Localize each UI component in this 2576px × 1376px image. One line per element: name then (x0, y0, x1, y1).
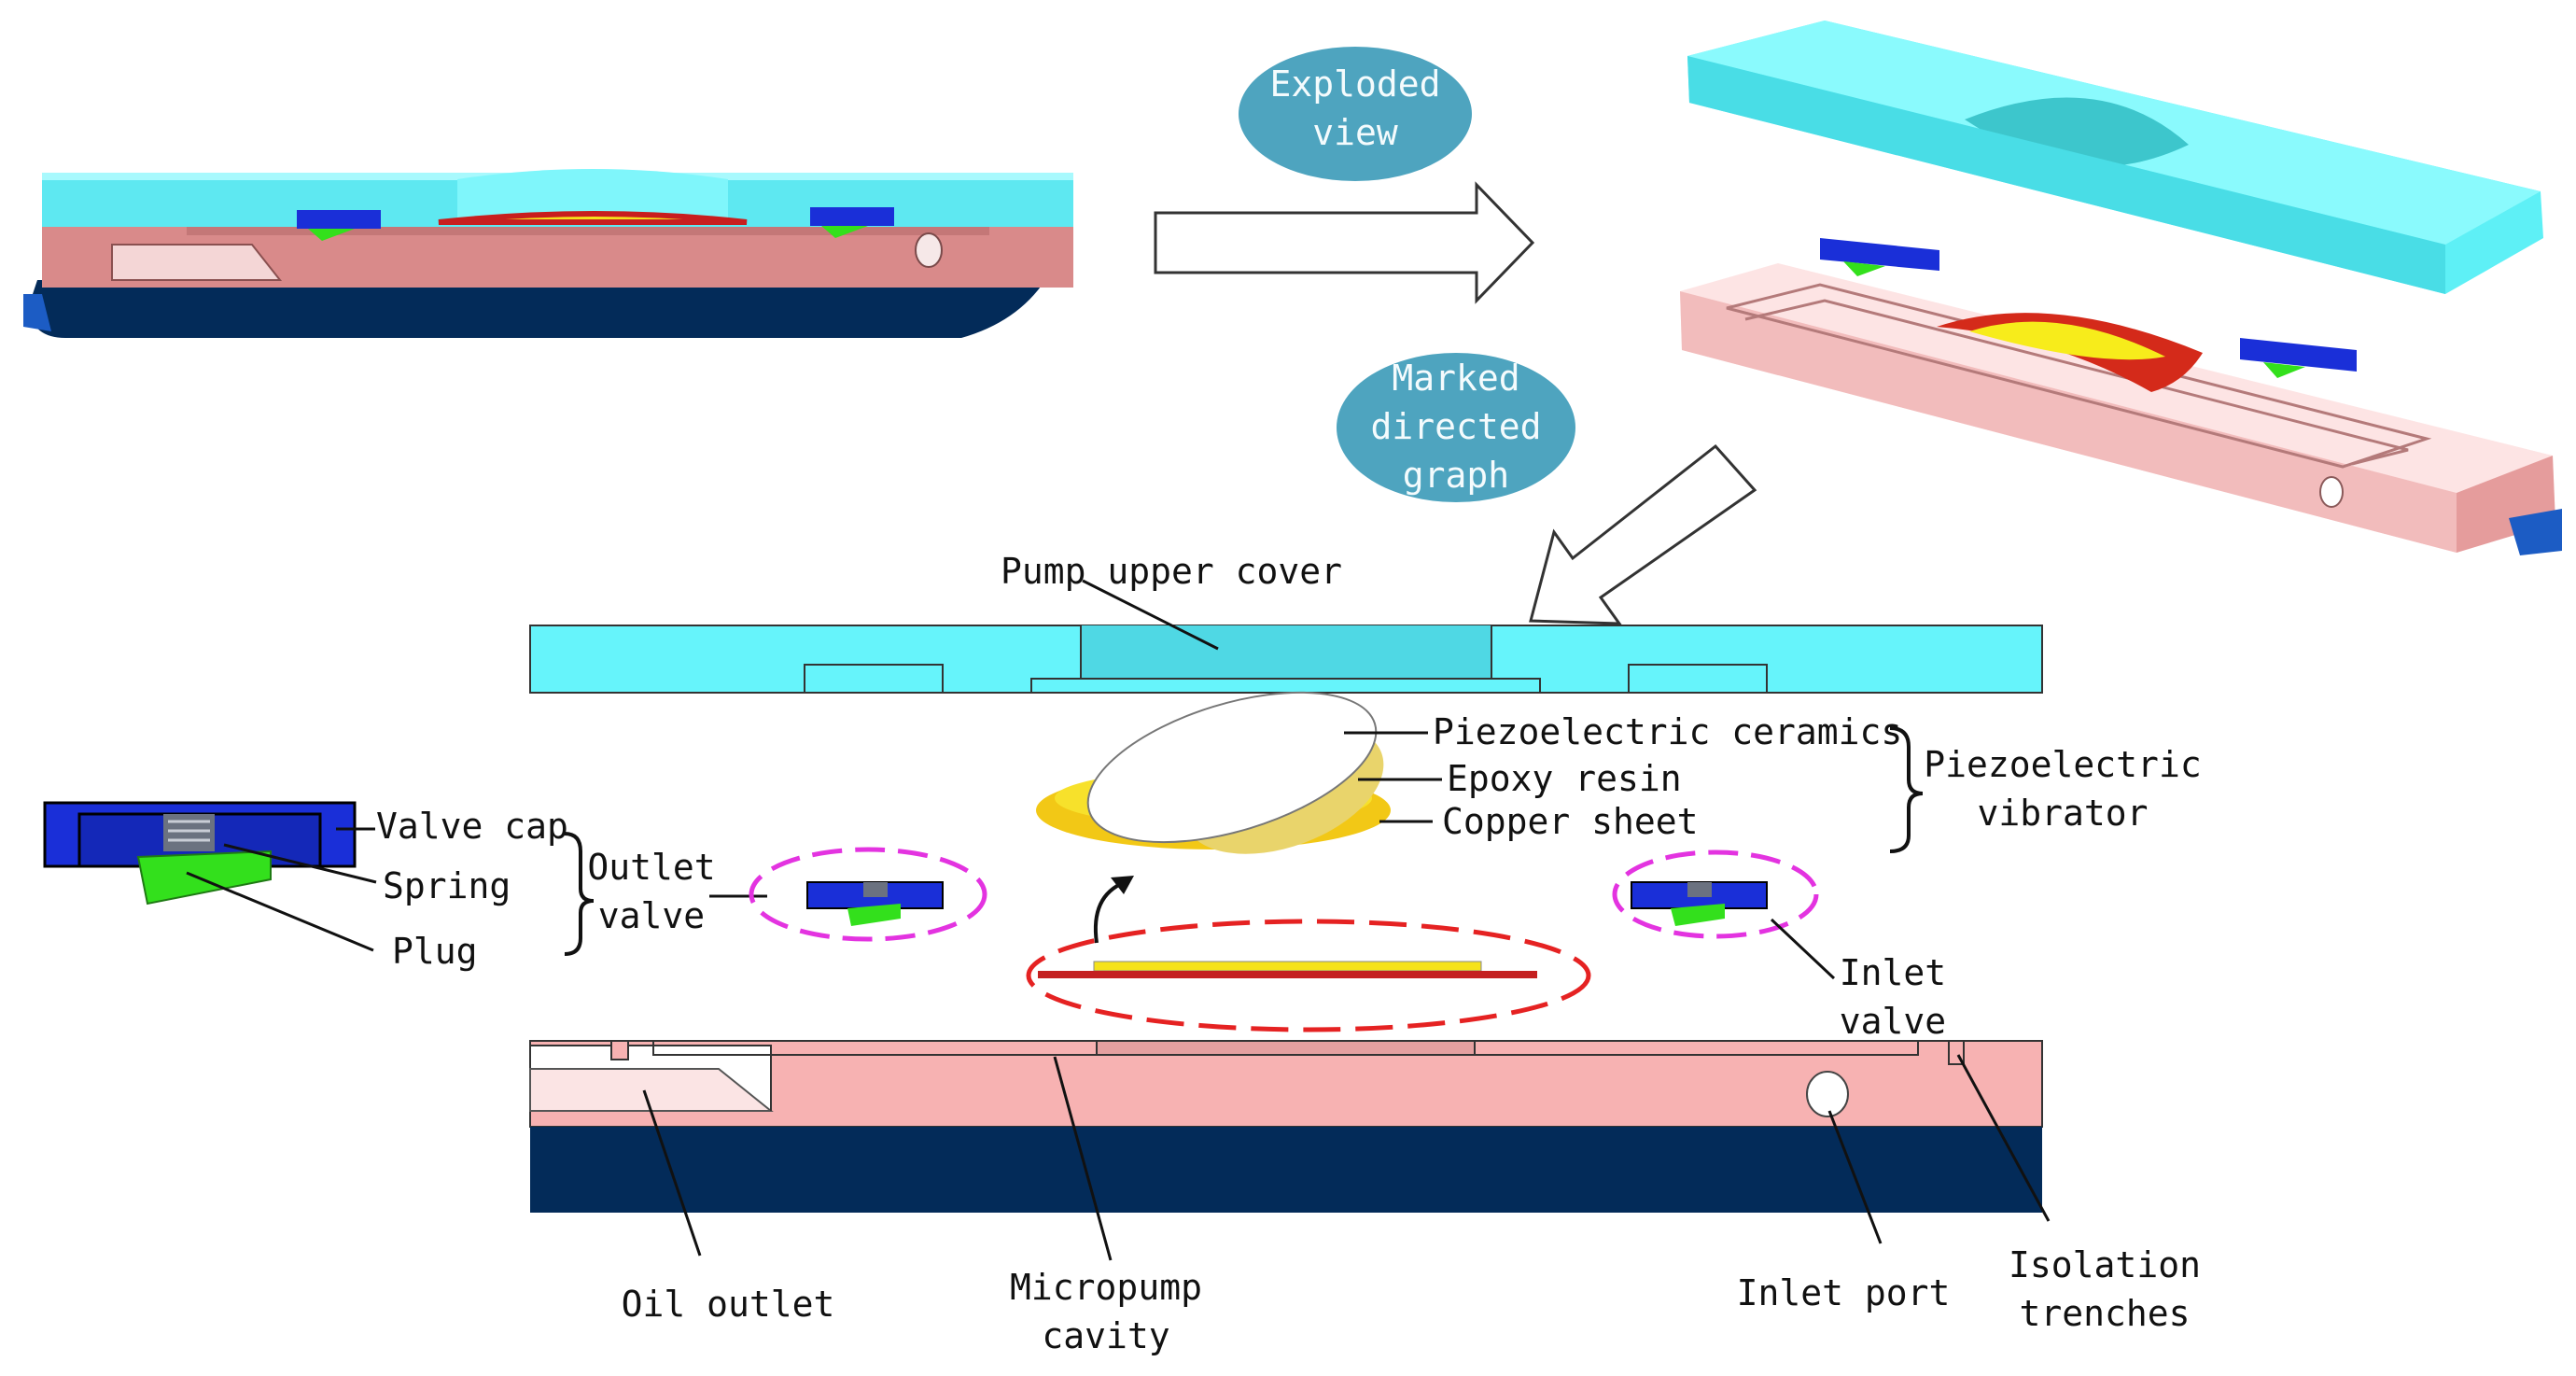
marked-graph-bubble: Marked directed graph (1337, 353, 1575, 502)
exploded-3d-view (1680, 21, 2562, 555)
valve-detail (43, 801, 357, 906)
label-micropump-cavity-line2: cavity (1042, 1315, 1169, 1356)
label-inlet-port: Inlet port (1737, 1272, 1951, 1313)
label-spring: Spring (383, 865, 511, 906)
label-plug: Plug (392, 931, 478, 972)
label-piezo-ceramics: Piezoelectric ceramics (1433, 711, 1902, 752)
label-epoxy-resin: Epoxy resin (1447, 758, 1682, 799)
outlet-valve (749, 847, 987, 942)
exploded-view-bubble: Exploded view (1239, 47, 1472, 181)
exploded-view-line2: view (1312, 112, 1398, 153)
label-oil-outlet: Oil outlet (622, 1284, 835, 1325)
marked-graph-line1: Marked (1392, 358, 1519, 399)
label-copper-sheet: Copper sheet (1442, 801, 1699, 842)
inlet-valve (1612, 849, 1819, 939)
label-outlet-valve-line2: valve (598, 895, 705, 936)
pump-body (529, 1040, 2043, 1128)
down-left-arrow-icon (1529, 443, 1757, 625)
assembled-pump-view (23, 169, 1073, 338)
pump-upper-cover (529, 625, 2043, 694)
label-micropump-cavity-line1: Micropump (1010, 1267, 1202, 1308)
right-arrow-icon (1154, 181, 1535, 304)
piezo-vibrator (1036, 691, 1391, 854)
assembled-base (28, 280, 1045, 338)
label-outlet-valve-line1: Outlet (587, 847, 715, 888)
label-isolation-trenches-line2: trenches (2019, 1293, 2190, 1334)
marked-graph-line3: graph (1403, 455, 1509, 496)
pump-base (530, 1127, 2042, 1213)
label-valve-cap: Valve cap (376, 806, 568, 847)
exploded-view-line1: Exploded (1269, 63, 1440, 105)
brace-vibrator (1889, 726, 1924, 853)
label-piezo-vibrator-line2: vibrator (1977, 793, 2148, 834)
label-piezo-vibrator-line1: Piezoelectric (1924, 744, 2201, 785)
marked-graph-line2: directed (1370, 406, 1541, 447)
label-isolation-trenches-line1: Isolation (2009, 1244, 2201, 1285)
brace-valve (564, 832, 595, 956)
label-inlet-valve-line1: Inlet (1840, 952, 1946, 993)
label-inlet-valve-line2: valve (1840, 1001, 1946, 1042)
flat-vibrator (1026, 919, 1591, 1032)
label-pump-upper-cover: Pump upper cover (1001, 551, 1342, 592)
